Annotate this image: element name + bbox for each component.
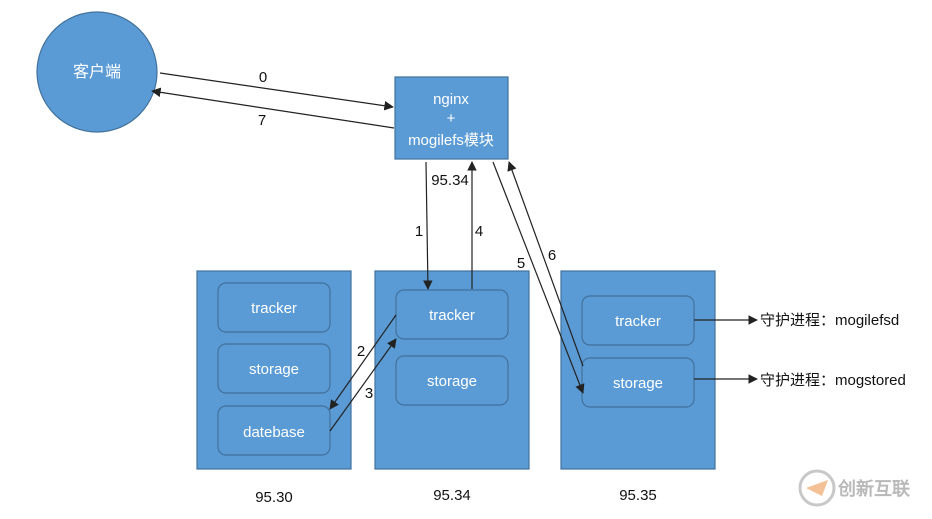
client-node: 客户端 [36, 11, 158, 133]
daemon-storage-label: 守护进程：mogstored [760, 372, 906, 389]
edge-1-label: 1 [415, 223, 423, 240]
tracker-module [395, 289, 509, 340]
edge-6-arrow [507, 161, 584, 367]
module-label: tracker [615, 313, 661, 330]
module-label: storage [427, 373, 477, 390]
edge-4-label: 4 [475, 223, 483, 240]
client-circle [36, 11, 158, 133]
module-label: storage [249, 361, 299, 378]
module-label: tracker [429, 307, 475, 324]
edge-6-label: 6 [548, 247, 556, 264]
edge-0-arrow [159, 72, 394, 111]
server-ip-label: 95.35 [619, 487, 657, 504]
server-ip-label: 95.30 [255, 489, 293, 506]
storage-module [581, 357, 695, 408]
edge-0-label: 0 [259, 69, 267, 86]
client-label: 客户端 [73, 63, 121, 81]
proxy-label-line3: mogilefs模块 [408, 132, 494, 149]
module-label: storage [613, 375, 663, 392]
edge-1-arrow [423, 161, 433, 290]
edge-5-arrow [492, 161, 585, 394]
watermark-logo-mark [806, 480, 828, 496]
watermark-logo-icon [798, 469, 836, 507]
proxy-node: nginx + mogilefs模块 [394, 76, 509, 160]
proxy-label-line1: nginx [433, 91, 469, 108]
proxy-label-line2: + [447, 110, 456, 127]
watermark-text: 创新互联 [837, 478, 910, 500]
edge-7-arrow [151, 87, 395, 129]
server-ip-label: 95.34 [433, 487, 471, 504]
edge-2-arrow [329, 314, 397, 410]
server-95-30: tracker storage datebase [196, 270, 352, 470]
module-label: tracker [251, 300, 297, 317]
daemon-tracker-label: 守护进程：mogilefsd [760, 312, 899, 329]
edge-7-label: 7 [258, 112, 266, 129]
proxy-box [394, 76, 509, 160]
tracker-module [217, 282, 331, 333]
storage-module [217, 343, 331, 394]
watermark: 创新互联 [798, 469, 910, 507]
edge-3-arrow [329, 338, 397, 432]
proxy-ip-label: 95.34 [431, 172, 469, 189]
storage-module [395, 355, 509, 406]
edge-5-label: 5 [517, 255, 525, 272]
edge-3-label: 3 [365, 385, 373, 402]
server-95-34: tracker storage [374, 270, 530, 470]
edge-2-label: 2 [357, 343, 365, 360]
server-95-35: tracker storage [560, 270, 716, 470]
module-label: datebase [243, 424, 305, 441]
